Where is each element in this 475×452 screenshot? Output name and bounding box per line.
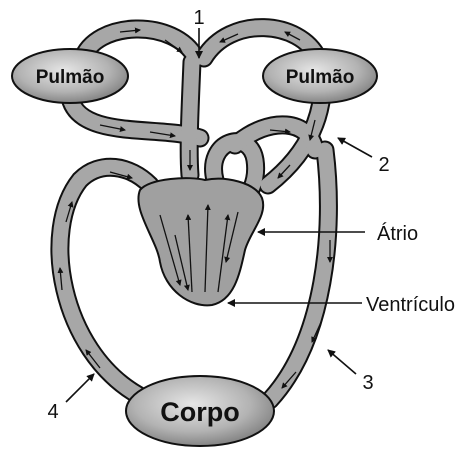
callout-4-number: 4	[47, 401, 58, 423]
callout-ventricle: Ventrículo	[228, 294, 455, 316]
callout-3: 3	[328, 350, 374, 394]
body-organ: Corpo	[126, 376, 274, 446]
callout-4: 4	[47, 374, 94, 423]
heart	[138, 178, 263, 305]
lung-right-label: Pulmão	[286, 67, 355, 88]
callout-2-number: 2	[378, 154, 389, 176]
callout-3-number: 3	[362, 372, 373, 394]
lung-right: Pulmão	[263, 49, 377, 103]
lung-left: Pulmão	[12, 49, 128, 103]
ventricle-label: Ventrículo	[366, 294, 455, 316]
callout-2: 2	[338, 138, 390, 176]
lung-left-label: Pulmão	[36, 67, 105, 88]
callout-1-number: 1	[193, 7, 204, 29]
callout-atrium: Átrio	[258, 222, 418, 245]
heart-chambers	[138, 178, 263, 305]
atrium-label: Átrio	[377, 222, 418, 245]
body-label: Corpo	[160, 397, 239, 427]
